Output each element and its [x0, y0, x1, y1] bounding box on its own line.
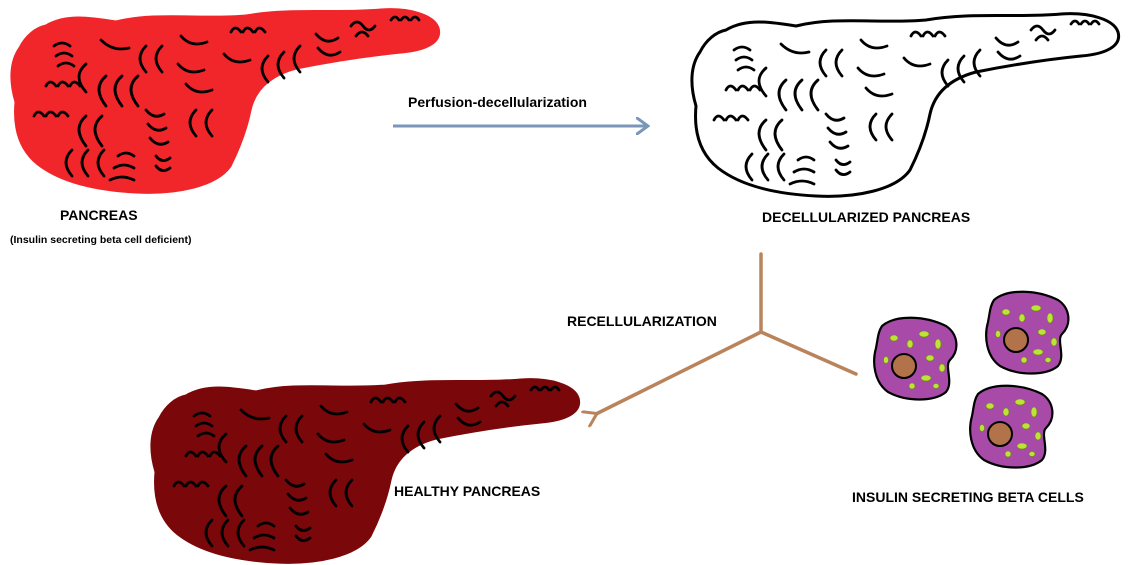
- beta-cell: [986, 292, 1068, 374]
- healthy-pancreas-illustration: [152, 380, 579, 563]
- pancreas-label: PANCREAS: [60, 207, 138, 223]
- beta-cell: [874, 318, 956, 400]
- perfusion-label: Perfusion-decellularization: [408, 94, 587, 110]
- recellularization-label: RECELLULARIZATION: [567, 313, 717, 329]
- pancreas-note-label: (Insulin secreting beta cell deficient): [10, 234, 191, 246]
- beta-cells-group: [874, 292, 1068, 468]
- beta-cell: [970, 386, 1052, 468]
- recellularization-arrows: [596, 254, 856, 414]
- decellularized-label: DECELLULARIZED PANCREAS: [762, 209, 970, 225]
- pancreas-illustration: [12, 10, 439, 193]
- decellularized-pancreas-illustration: [692, 14, 1119, 197]
- healthy-label: HEALTHY PANCREAS: [394, 483, 540, 499]
- beta-cells-label: INSULIN SECRETING BETA CELLS: [852, 489, 1084, 505]
